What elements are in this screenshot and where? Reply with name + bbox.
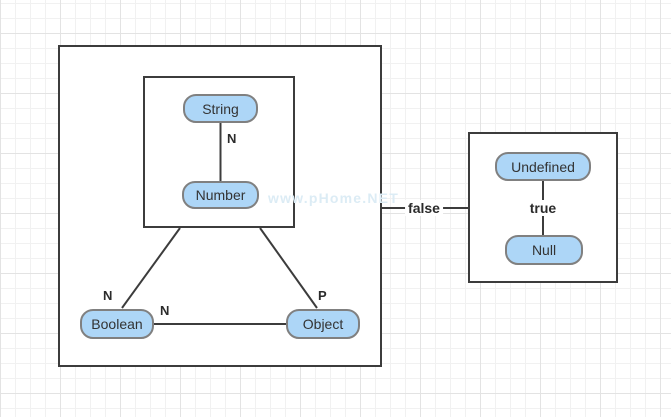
- edge-inner-object[interactable]: [259, 227, 318, 309]
- edge-inner-boolean[interactable]: [121, 227, 181, 309]
- node-object[interactable]: Object: [286, 309, 360, 339]
- edge-label-string-number[interactable]: N: [227, 131, 237, 146]
- node-null[interactable]: Null: [505, 235, 583, 265]
- edge-label-false[interactable]: false: [405, 200, 443, 216]
- edge-label-boolean-object[interactable]: N: [160, 303, 170, 318]
- edge-label-inner-object[interactable]: P: [318, 288, 327, 303]
- node-undefined[interactable]: Undefined: [495, 152, 591, 181]
- edge-label-true[interactable]: true: [526, 200, 560, 216]
- node-number[interactable]: Number: [182, 181, 259, 209]
- node-boolean[interactable]: Boolean: [80, 309, 154, 339]
- edge-label-inner-boolean[interactable]: N: [103, 288, 113, 303]
- watermark-text: www.pHome.NET: [268, 190, 399, 206]
- node-string[interactable]: String: [183, 94, 258, 123]
